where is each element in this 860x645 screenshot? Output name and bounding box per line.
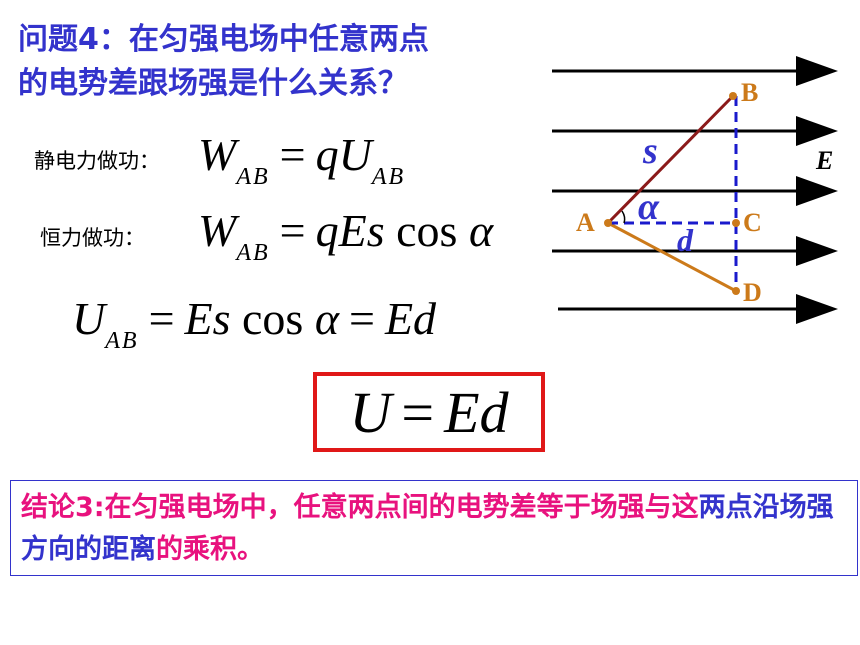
- formula-static-work: WAB=qUAB: [198, 129, 406, 190]
- question-title: 问题4：在匀强电场中任意两点 的电势差跟场强是什么关系？: [18, 18, 558, 106]
- angle-arc: [621, 210, 626, 224]
- label-d: D: [743, 278, 762, 307]
- formula-constant-work: WAB=qEs cos α: [198, 205, 494, 266]
- label-b: B: [741, 78, 758, 107]
- conclusion-text-1: 结论3:在匀强电场中，任意两点间的电势差等于场强与这: [21, 492, 699, 523]
- label-d-distance: d: [677, 222, 694, 258]
- segment-ad: [607, 221, 737, 293]
- formula-potential-difference: UAB=Es cos α=Ed: [72, 293, 437, 354]
- conclusion-text-highlight: 两点沿场强方向的距离: [21, 492, 834, 565]
- label-c: C: [743, 208, 762, 237]
- result-formula-box: U=Ed: [313, 372, 545, 452]
- point-c-dot: [732, 219, 740, 227]
- label-alpha: α: [638, 186, 660, 228]
- segment-ab: [606, 94, 735, 225]
- point-b-dot: [729, 92, 737, 100]
- point-a-dot: [604, 219, 612, 227]
- conclusion-text-3: 的乘积。: [156, 534, 264, 565]
- label-e-field: E: [815, 146, 833, 175]
- question-line-2: 的电势差跟场强是什么关系？: [18, 66, 408, 101]
- conclusion-box: 结论3:在匀强电场中，任意两点间的电势差等于场强与这两点沿场强方向的距离的乘积。: [10, 480, 858, 576]
- label-s: s: [642, 130, 658, 172]
- label-a: A: [576, 208, 595, 237]
- field-diagram: A B C D s α d E: [552, 56, 838, 324]
- question-line-1: 问题4：在匀强电场中任意两点: [18, 22, 429, 57]
- static-work-label: 静电力做功：: [34, 149, 160, 173]
- constant-work-label: 恒力做功：: [40, 226, 145, 250]
- point-d-dot: [732, 287, 740, 295]
